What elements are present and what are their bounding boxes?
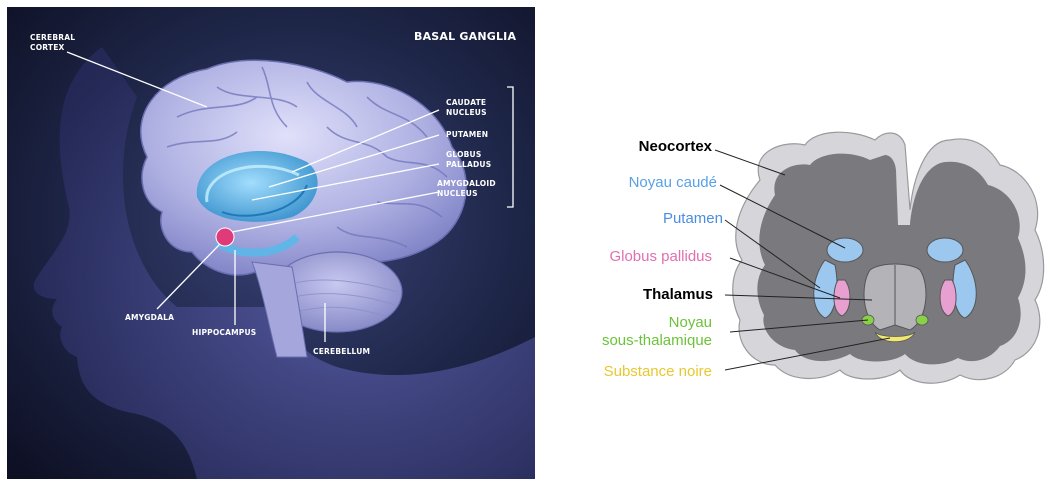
amygdala-shape: [216, 228, 234, 246]
label-basal-ganglia: BASAL GANGLIA: [414, 30, 516, 43]
coronal-section-illustration: [700, 120, 1051, 410]
label-substance-noire: Substance noire: [604, 363, 712, 381]
label-thalamus: Thalamus: [643, 286, 713, 304]
label-cerebellum: CEREBELLUM: [313, 347, 370, 357]
label-amygdala: AMYGDALA: [125, 313, 174, 323]
label-noyau-caude: Noyau caudé: [629, 174, 717, 192]
pallidus-left-shape: [834, 280, 850, 316]
label-putamen-right: Putamen: [663, 210, 723, 228]
pallidus-right-shape: [940, 280, 956, 316]
label-globus-pallidus: Globus pallidus: [609, 248, 712, 266]
label-hippocampus: HIPPOCAMPUS: [192, 328, 256, 338]
label-neocortex: Neocortex: [639, 138, 712, 156]
label-putamen-left: PUTAMEN: [446, 130, 488, 140]
caudate-right-shape: [927, 238, 963, 262]
label-noyau-sous-thalamique: Noyau sous-thalamique: [602, 314, 712, 350]
brain-sagittal-illustration: [7, 7, 535, 479]
subthalamic-right-shape: [916, 315, 928, 325]
cortex-inner: [757, 154, 1025, 365]
